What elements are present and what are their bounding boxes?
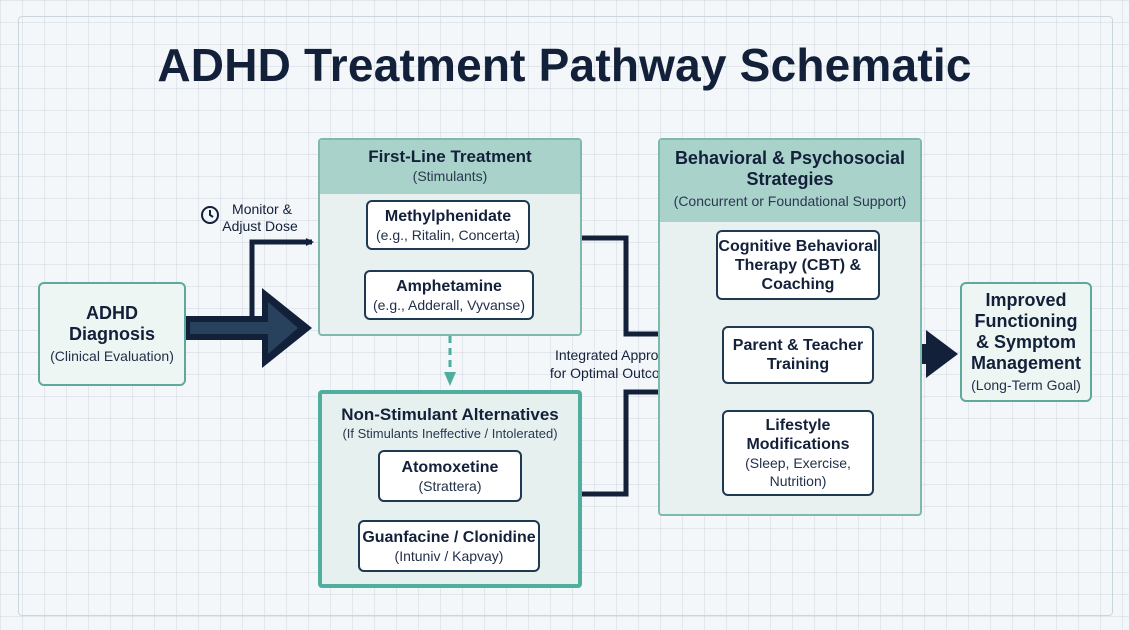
non-stimulant-title: Non-Stimulant Alternatives (341, 405, 559, 424)
clock-icon (201, 206, 219, 224)
parent-teacher-line2: Training (766, 356, 830, 373)
first-line-subtitle: (Stimulants) (412, 168, 488, 184)
cbt-line2: Therapy (CBT) & (734, 256, 862, 274)
diagnosis-card: ADHD Diagnosis (Clinical Evaluation) (38, 282, 186, 386)
integrated-note-line2: for Optimal Outcomes (549, 365, 687, 381)
monitor-note: Monitor & Adjust Dose (200, 200, 320, 240)
monitor-note-line2: Adjust Dose (222, 218, 298, 234)
atomoxetine-card: Atomoxetine (Strattera) (378, 450, 522, 502)
atomoxetine-title: Atomoxetine (401, 458, 499, 476)
diagnosis-subtitle: (Clinical Evaluation) (50, 348, 174, 364)
outcome-line1: Improved (985, 290, 1067, 310)
guanfacine-subtitle: (Intuniv / Kapvay) (394, 547, 504, 564)
monitor-adjust-connector (249, 238, 314, 318)
parent-teacher-line1: Parent & Teacher (732, 337, 864, 354)
amphetamine-card: Amphetamine (e.g., Adderall, Vyvanse) (364, 270, 534, 320)
behavioral-to-outcome-arrow (898, 330, 958, 378)
behavioral-panel: Behavioral & Psychosocial Strategies (Co… (658, 138, 922, 516)
diagnosis-title: ADHD Diagnosis (68, 303, 156, 344)
lifestyle-title2: Modifications (746, 436, 850, 453)
monitor-note-line1: Monitor & (232, 201, 292, 217)
atomoxetine-subtitle: (Strattera) (418, 477, 482, 494)
lifestyle-title: Lifestyle (765, 417, 831, 434)
behavioral-title-line2: Strategies (746, 169, 834, 189)
methylphenidate-title: Methylphenidate (384, 207, 512, 225)
outcome-line4: Management (970, 353, 1082, 373)
integrated-note-line1: Integrated Approach (554, 347, 682, 363)
lifestyle-sub2: Nutrition) (769, 473, 827, 489)
outcome-card: Improved Functioning & Symptom Managemen… (960, 282, 1092, 402)
outcome-subtitle: (Long-Term Goal) (971, 377, 1081, 393)
lifestyle-card: Lifestyle Modifications (Sleep, Exercise… (722, 410, 874, 496)
page-title: ADHD Treatment Pathway Schematic (157, 39, 972, 91)
non-stimulant-subtitle: (If Stimulants Ineffective / Intolerated… (342, 426, 558, 441)
first-line-header: First-Line Treatment (Stimulants) (320, 140, 580, 194)
amphetamine-subtitle: (e.g., Adderall, Vyvanse) (372, 296, 525, 313)
guanfacine-card: Guanfacine / Clonidine (Intuniv / Kapvay… (358, 520, 540, 572)
amphetamine-title: Amphetamine (396, 277, 502, 295)
integrated-note: Integrated Approach for Optimal Outcomes (540, 346, 696, 382)
guanfacine-title: Guanfacine / Clonidine (362, 528, 536, 546)
lifestyle-sub1: (Sleep, Exercise, (745, 455, 851, 471)
behavioral-header: Behavioral & Psychosocial Strategies (Co… (660, 140, 920, 222)
behavioral-subtitle: (Concurrent or Foundational Support) (673, 193, 907, 209)
cbt-card: Cognitive Behavioral Therapy (CBT) & Coa… (716, 230, 880, 300)
cbt-line1: Cognitive Behavioral (718, 237, 878, 255)
first-line-title: First-Line Treatment (368, 147, 532, 166)
methylphenidate-subtitle: (e.g., Ritalin, Concerta) (376, 226, 520, 243)
outcome-line2: Functioning (974, 311, 1078, 331)
cbt-line3: Coaching (761, 275, 835, 293)
diagnosis-to-treatment-arrow (186, 288, 312, 368)
parent-teacher-card: Parent & Teacher Training (722, 326, 874, 384)
methylphenidate-card: Methylphenidate (e.g., Ritalin, Concerta… (366, 200, 530, 250)
outcome-line3: & Symptom (975, 332, 1076, 352)
behavioral-title-line1: Behavioral & Psychosocial (674, 148, 906, 168)
